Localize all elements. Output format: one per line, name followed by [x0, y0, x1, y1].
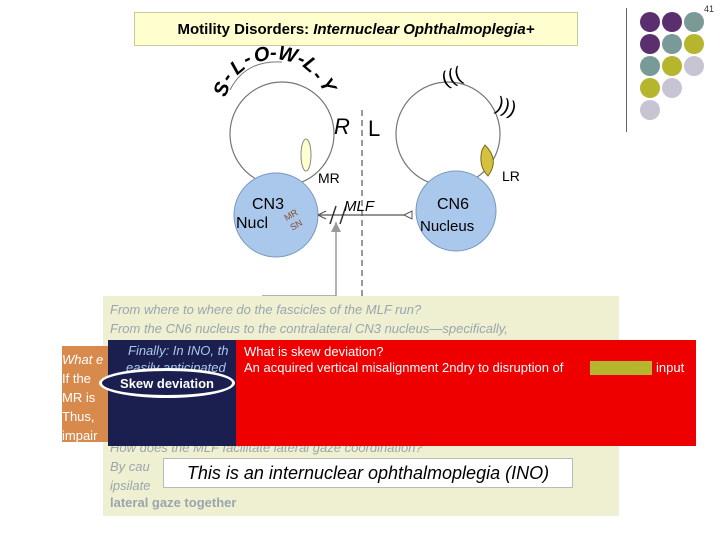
cn6-nucleus-circle: [415, 170, 497, 252]
label-R: R: [334, 114, 350, 139]
dot-lavender: [662, 78, 682, 98]
dot-purple: [662, 12, 682, 32]
dot-teal: [640, 56, 660, 76]
slow-letter: -: [270, 42, 277, 64]
passage-mr-is: MR is: [62, 390, 96, 405]
slowly-label: S - L - O - W - L - Y: [210, 40, 350, 110]
dot-grid-decoration: [636, 4, 720, 124]
passage-if-the: If the: [62, 371, 91, 386]
lesion-slash: [329, 205, 337, 225]
mlf-arrowhead-right: [402, 210, 413, 220]
mlf-label: MLF: [344, 198, 374, 215]
passage-ipsilate: ipsilate: [110, 478, 151, 493]
dot-lavender: [684, 56, 704, 76]
right-mr-muscle: [300, 138, 312, 172]
lesion-slash: [339, 205, 347, 225]
title-prefix: Motility Disorders:: [177, 20, 310, 38]
divider-line: [626, 8, 627, 132]
left-lr-muscle: [480, 144, 494, 177]
cn6-line2: Nucleus: [420, 218, 475, 235]
cn3-line1: CN3: [252, 196, 285, 213]
label-MR: MR: [318, 170, 340, 186]
dot-olive: [662, 56, 682, 76]
mlf-arrowhead-left: [317, 210, 327, 220]
page-number: 41: [703, 4, 714, 14]
title-italic: Internuclear Ophthalmoplegia+: [313, 20, 535, 38]
cn6-line1: CN6: [437, 196, 470, 213]
redacted-word-box: [590, 361, 652, 375]
passage-lateral: lateral gaze together: [110, 495, 237, 510]
label-L: L: [368, 116, 381, 141]
lesion-pointer-arrowhead: [331, 222, 341, 232]
passage-thus: Thus,: [62, 409, 95, 424]
red-panel-answer: An acquired vertical misalignment 2ndry …: [244, 360, 564, 375]
slide-title: Motility Disorders: Internuclear Ophthal…: [134, 12, 578, 46]
dot-teal: [662, 34, 682, 54]
dot-teal: [684, 12, 704, 32]
red-panel: [236, 340, 696, 446]
navy-panel-line1: Finally: In INO, th: [128, 343, 229, 358]
ino-banner: This is an internuclear ophthalmoplegia …: [163, 458, 573, 488]
passage-q1: From where to where do the fascicles of …: [110, 302, 422, 317]
red-panel-answer-end: input: [656, 360, 685, 375]
passage-by-cau: By cau: [110, 459, 150, 474]
dot-purple: [640, 34, 660, 54]
dot-lavender: [640, 100, 660, 120]
skew-deviation-oval: Skew deviation: [99, 368, 235, 398]
right-eye-lid: [229, 61, 283, 91]
passage-impair: impair: [62, 428, 98, 443]
red-panel-question: What is skew deviation?: [244, 344, 384, 359]
passage-q2-partial: What e: [62, 352, 104, 367]
dot-purple: [640, 12, 660, 32]
dot-olive: [684, 34, 704, 54]
label-LR: LR: [502, 168, 520, 184]
cn3-line2: Nucl: [236, 215, 269, 232]
dot-olive: [640, 78, 660, 98]
passage-a1: From the CN6 nucleus to the contralatera…: [110, 321, 508, 336]
